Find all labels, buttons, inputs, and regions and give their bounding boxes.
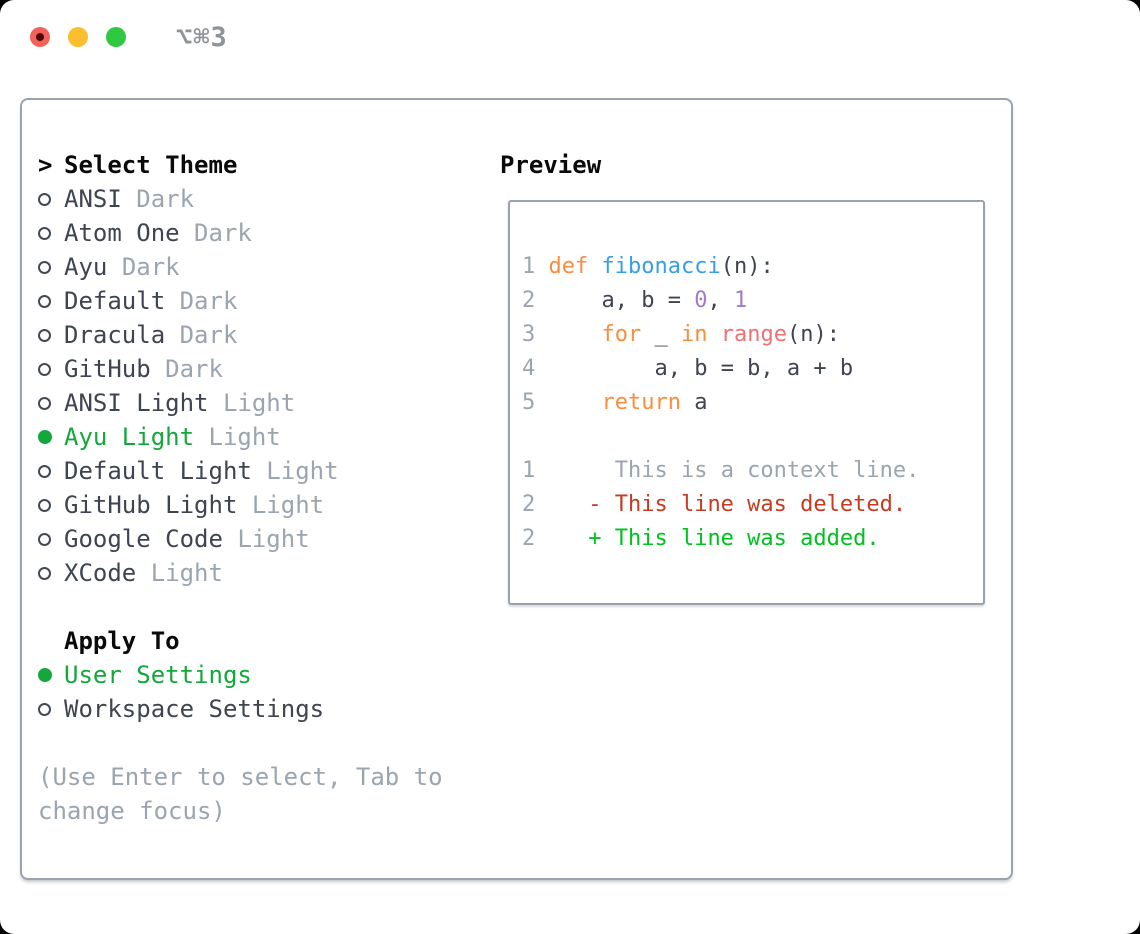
- help-text-line-1: (Use Enter to select, Tab to: [38, 763, 443, 791]
- left-column: > Select Theme ANSI Dark Atom One Dark A…: [22, 148, 492, 828]
- theme-item[interactable]: Dracula Dark: [22, 318, 492, 352]
- radio-icon: [38, 702, 51, 716]
- preview-line: 2 + This line was added.: [522, 526, 880, 551]
- radio-icon: [38, 226, 51, 240]
- theme-item[interactable]: GitHub Dark: [22, 352, 492, 386]
- window-title: ⌥⌘3: [176, 21, 228, 53]
- radio-icon: [38, 260, 51, 274]
- apply-option[interactable]: Workspace Settings: [22, 692, 492, 726]
- radio-icon: [38, 566, 51, 580]
- select-theme-header: > Select Theme: [22, 148, 492, 182]
- zoom-button[interactable]: [106, 27, 126, 47]
- preview-line: 3 for _ in range(n):: [522, 322, 840, 347]
- theme-list: ANSI Dark Atom One Dark Ayu Dark Default…: [22, 182, 492, 590]
- help-text-line-2: change focus): [38, 797, 226, 825]
- preview-line: 4 a, b = b, a + b: [522, 356, 854, 381]
- radio-icon: [38, 328, 51, 342]
- radio-icon: [38, 498, 51, 512]
- apply-to-header: Apply To: [22, 624, 492, 658]
- theme-item[interactable]: Atom One Dark: [22, 216, 492, 250]
- apply-to-title: Apply To: [64, 627, 180, 655]
- spacer: [22, 590, 492, 624]
- spacer: [22, 726, 492, 760]
- preview-line: 5 return a: [522, 390, 708, 415]
- theme-item[interactable]: Ayu Light Light: [22, 420, 492, 454]
- radio-icon: [38, 294, 51, 308]
- preview-pane: 1 def fibonacci(n): 2 a, b = 0, 1 3 for _ …: [508, 200, 985, 605]
- minimize-button[interactable]: [68, 27, 88, 47]
- theme-item[interactable]: Default Light Light: [22, 454, 492, 488]
- theme-item[interactable]: Default Dark: [22, 284, 492, 318]
- close-button[interactable]: [30, 27, 50, 47]
- theme-item[interactable]: ANSI Light Light: [22, 386, 492, 420]
- close-dot-icon: [36, 33, 44, 41]
- theme-selector-panel: > Select Theme ANSI Dark Atom One Dark A…: [20, 98, 1013, 880]
- radio-icon: [38, 192, 51, 206]
- theme-item[interactable]: Google Code Light: [22, 522, 492, 556]
- preview-title: Preview: [500, 151, 602, 179]
- select-theme-title: Select Theme: [64, 151, 238, 179]
- preview-line: 2 - This line was deleted.: [522, 492, 907, 517]
- radio-icon: [38, 362, 51, 376]
- preview-line: 2 a, b = 0, 1: [522, 288, 748, 313]
- apply-option[interactable]: User Settings: [22, 658, 492, 692]
- radio-icon: [38, 668, 52, 682]
- theme-item[interactable]: ANSI Dark: [22, 182, 492, 216]
- theme-item[interactable]: XCode Light: [22, 556, 492, 590]
- radio-icon: [38, 464, 51, 478]
- preview-line: 1 This is a context line.: [522, 458, 920, 483]
- prompt-chevron-icon: >: [38, 151, 53, 179]
- radio-icon: [38, 532, 51, 546]
- radio-icon: [38, 430, 52, 444]
- preview-line: [522, 420, 983, 454]
- apply-to-list: User Settings Workspace Settings: [22, 658, 492, 726]
- preview-line: 1 def fibonacci(n):: [522, 254, 774, 279]
- title-bar: ⌥⌘3: [0, 0, 1140, 74]
- theme-item[interactable]: Ayu Dark: [22, 250, 492, 284]
- theme-item[interactable]: GitHub Light Light: [22, 488, 492, 522]
- radio-icon: [38, 396, 51, 410]
